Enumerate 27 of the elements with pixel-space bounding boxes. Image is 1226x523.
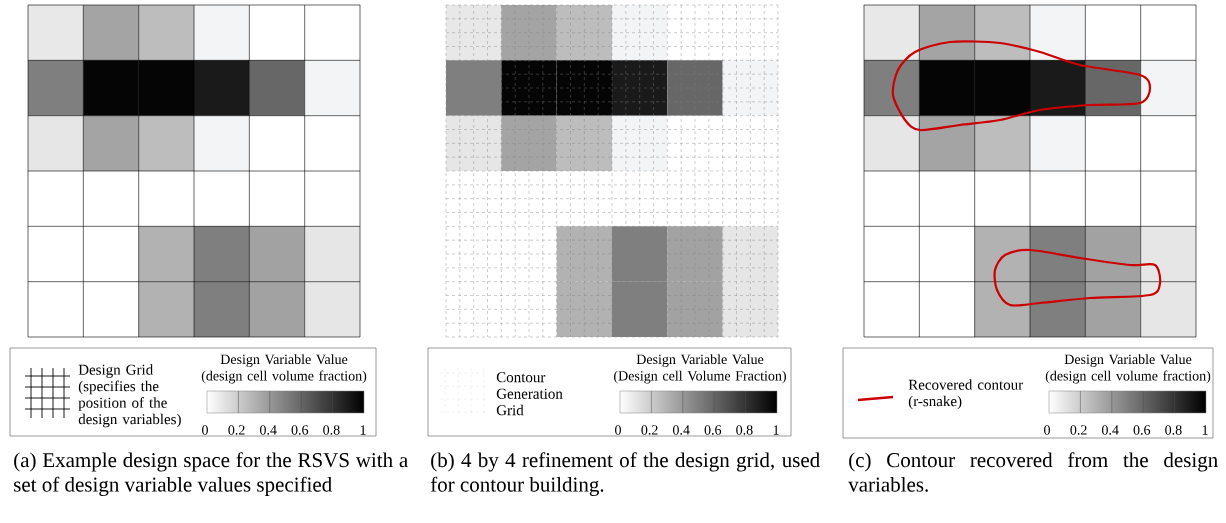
tick-label: 0.4 (673, 425, 690, 435)
tick-label: 0.2 (1070, 425, 1087, 435)
tick-label: 0.2 (228, 425, 245, 435)
caption: (b) 4 by 4 refinement of the design grid, used for contour building. (430, 452, 820, 496)
tick-label: 0.4 (1102, 425, 1119, 435)
tick-label: 0 (202, 425, 208, 435)
tick-label: 0.6 (704, 425, 722, 435)
colorbar-title: Design Variable Value (design cell volume fraction) (201, 354, 367, 384)
tick-label: 0 (1044, 425, 1050, 435)
legend-text: Contour Generation Grid (496, 372, 563, 416)
tick-label: 0.6 (291, 425, 309, 435)
legend-text: Recovered contour (r-snake) (908, 379, 1024, 410)
colorbar-title: Design Variable Value (Design cell Volume Fraction) (614, 354, 786, 384)
caption: (c) Contour recovered from the design variables. (848, 452, 1218, 492)
colorbar-title: Design Variable Value (design cell volume fraction) (1045, 354, 1211, 384)
tick-label: 0 (615, 425, 621, 435)
tick-label: 0.2 (641, 425, 658, 435)
tick-label: 1 (1202, 425, 1208, 435)
tick-label: 0.4 (260, 425, 277, 435)
tick-label: 1 (773, 425, 779, 435)
tick-label: 0.6 (1133, 425, 1151, 435)
caption: (a) Example design space for the RSVS with a set of design variable values specified (14, 452, 408, 496)
legend-text: Design Grid (specifies the position of the design variables) (78, 364, 181, 428)
tick-label: 1 (360, 425, 366, 435)
tick-label: 0.8 (736, 425, 753, 435)
tick-label: 0.8 (323, 425, 340, 435)
tick-label: 0.8 (1165, 425, 1182, 435)
